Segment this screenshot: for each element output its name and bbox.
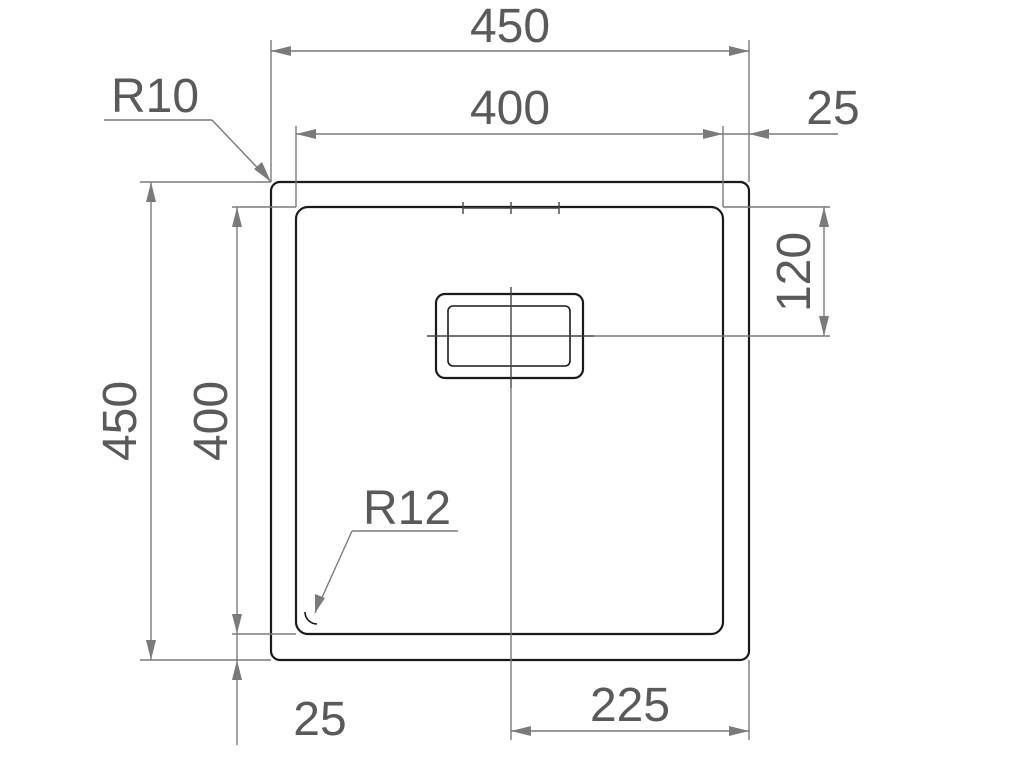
label-drain-offset-top: 120	[768, 232, 821, 312]
drain-center-lines	[427, 287, 594, 388]
label-rim-bottom: 25	[293, 693, 346, 746]
label-outer-corner-radius: R10	[111, 70, 199, 123]
leader-outer-radius	[104, 119, 272, 183]
label-inner-width: 400	[470, 82, 550, 135]
label-drain-offset-right: 225	[590, 679, 670, 732]
dim-line-rim-bottom	[232, 660, 242, 680]
extension-lines	[140, 40, 830, 745]
label-inner-corner-radius: R12	[363, 482, 451, 535]
dim-line-rim-right	[723, 129, 838, 139]
bowl-inner-outline	[294, 205, 725, 636]
top-tick-marks	[462, 202, 560, 214]
leader-inner-radius	[304, 530, 458, 625]
label-outer-width: 450	[470, 0, 550, 53]
label-rim-right: 25	[806, 82, 859, 135]
label-outer-height: 450	[94, 381, 147, 461]
label-inner-height: 400	[185, 381, 238, 461]
sink-outer-outline	[269, 180, 751, 662]
